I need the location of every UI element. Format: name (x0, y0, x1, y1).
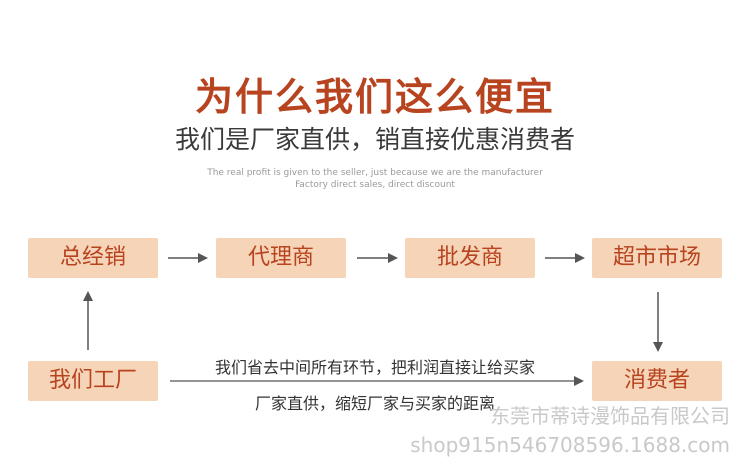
watermark-shop-url: shop915n546708596.1688.com (410, 433, 730, 457)
flow-box-consumer: 消费者 (592, 361, 722, 401)
flow-box-supermarket: 超市市场 (592, 238, 722, 278)
watermark-company: 东莞市蒂诗漫饰品有限公司 (490, 404, 730, 428)
english-caption-line2: Factory direct sales, direct discount (295, 180, 455, 190)
flow-box-factory: 我们工厂 (28, 361, 158, 401)
flow-box-agent: 代理商 (216, 238, 346, 278)
flow-box-wholesaler: 批发商 (405, 238, 535, 278)
english-caption-line1: The real profit is given to the seller, … (207, 168, 543, 178)
flow-box-distributor: 总经销 (28, 238, 158, 278)
page-title: 为什么我们这么便宜 (194, 75, 555, 119)
direct-supply-note-line1: 我们省去中间所有环节，把利润直接让给买家 (214, 358, 535, 377)
page-subtitle: 我们是厂家直供，销直接优惠消费者 (174, 125, 575, 154)
direct-supply-note-line2: 厂家直供，缩短厂家与买家的距离 (254, 394, 495, 413)
